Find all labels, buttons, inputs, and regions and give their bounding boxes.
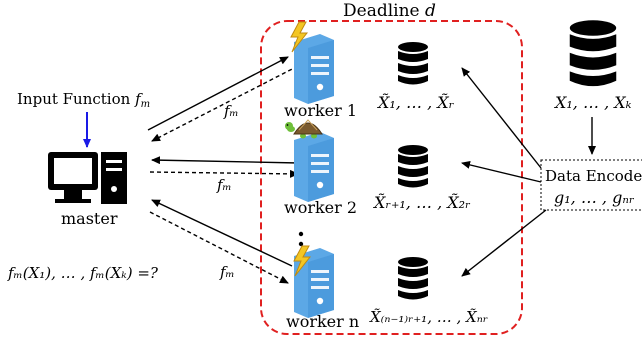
worker-1-data: X̃₁, … , X̃ᵣ [376, 93, 455, 112]
source-data-label: X₁, … , Xₖ [553, 93, 632, 112]
data-encoder-box: Data Encoder g₁, … , gₙᵣ [540, 159, 642, 211]
input-function-label: Input Function fm [17, 90, 150, 110]
worker-1-label: worker 1 [284, 101, 357, 120]
database-icon [569, 20, 617, 87]
worker-2-label: worker 2 [284, 198, 357, 217]
master-query: fₘ(X₁), … , fₘ(Xₖ) =? [7, 264, 159, 282]
arrows-worker-2 [149, 156, 300, 178]
encoder-title: Data Encoder [545, 167, 642, 185]
encoder-functions: g₁, … , gₙᵣ [554, 188, 635, 207]
worker-2-data: X̃ᵣ₊₁, … , X̃₂ᵣ [372, 193, 471, 212]
database-icon [398, 42, 428, 85]
worker-1-server-icon [294, 34, 334, 104]
deadline-label: Deadline d [343, 1, 436, 21]
computer-icon [48, 152, 127, 204]
database-icon [398, 145, 428, 188]
function-label-n: fₘ [219, 263, 235, 281]
encoder-arrows [461, 67, 547, 277]
arrows-worker-n [149, 199, 293, 284]
function-label-2: fₘ [216, 176, 232, 194]
worker-n-label: worker n [286, 312, 359, 331]
master-label: master [61, 209, 118, 228]
database-icon [398, 257, 428, 300]
function-label-1: fₘ [223, 102, 239, 120]
arrows-worker-1 [147, 56, 299, 142]
worker-n-data: X̃₍ₙ₋₁₎ᵣ₊₁, … , X̃ₙᵣ [369, 308, 488, 326]
turtle-icon [285, 119, 323, 139]
worker-2-server-icon [294, 132, 334, 202]
